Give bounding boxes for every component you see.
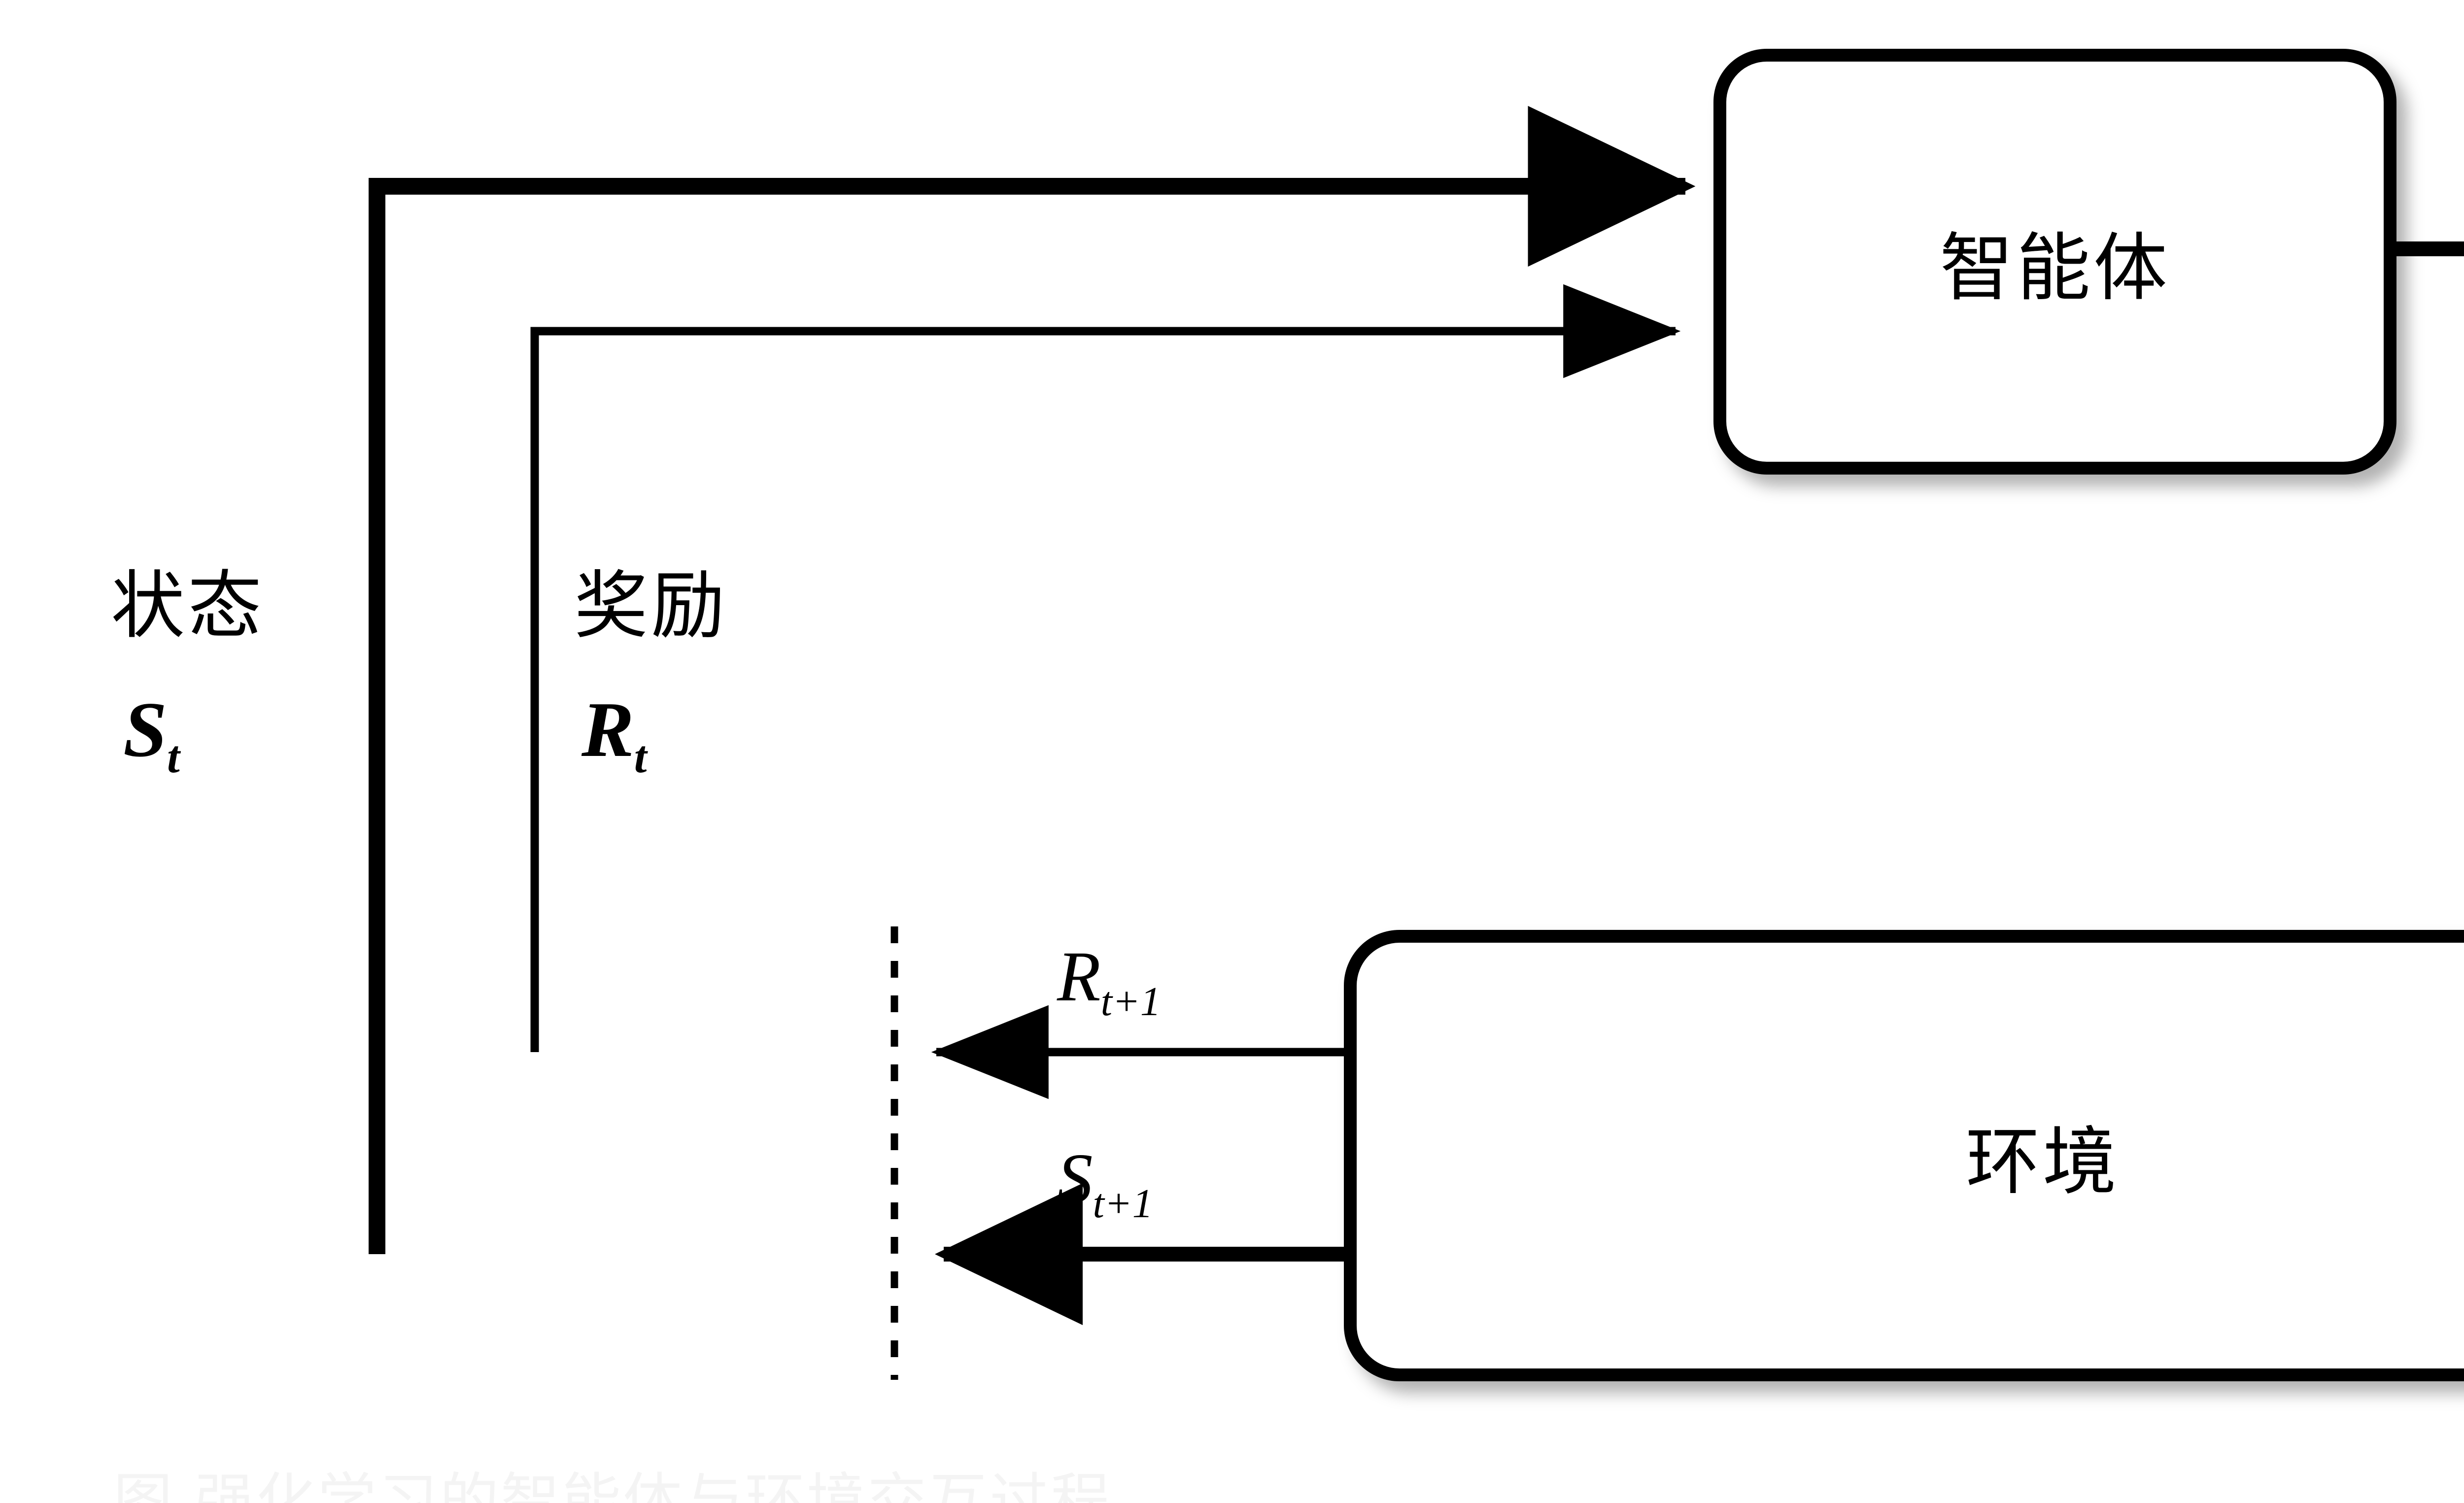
reward-symbol-base: R: [582, 685, 634, 773]
reward-label-word: 奖励: [574, 563, 728, 649]
state-next-base: S: [1057, 1139, 1093, 1218]
figure-caption: 图 强化学习的智能体与环境交互过程: [113, 1467, 1112, 1503]
reward-next-base: R: [1057, 937, 1101, 1016]
state-label-symbol: St: [123, 690, 180, 781]
reward-next-label: Rt+1: [1057, 941, 1161, 1023]
reward-label-symbol: Rt: [582, 690, 647, 781]
reward-symbol-subscript: t: [634, 732, 647, 783]
agent-box: [1713, 49, 2396, 475]
state-label-word: 状态: [111, 563, 265, 649]
state-symbol-subscript: t: [167, 732, 180, 783]
reward-edge-path: [530, 284, 1681, 1052]
state-edge-path: [369, 105, 1696, 1254]
reward-next-subscript: t+1: [1100, 979, 1161, 1025]
environment-box-label: 环境: [1965, 1119, 2120, 1205]
agent-box-label: 智能体: [1939, 225, 2171, 311]
state-next-subscript: t+1: [1093, 1181, 1153, 1227]
environment-box: [1344, 930, 2464, 1381]
state-next-label: St+1: [1057, 1143, 1153, 1225]
state-symbol-base: S: [123, 685, 167, 773]
